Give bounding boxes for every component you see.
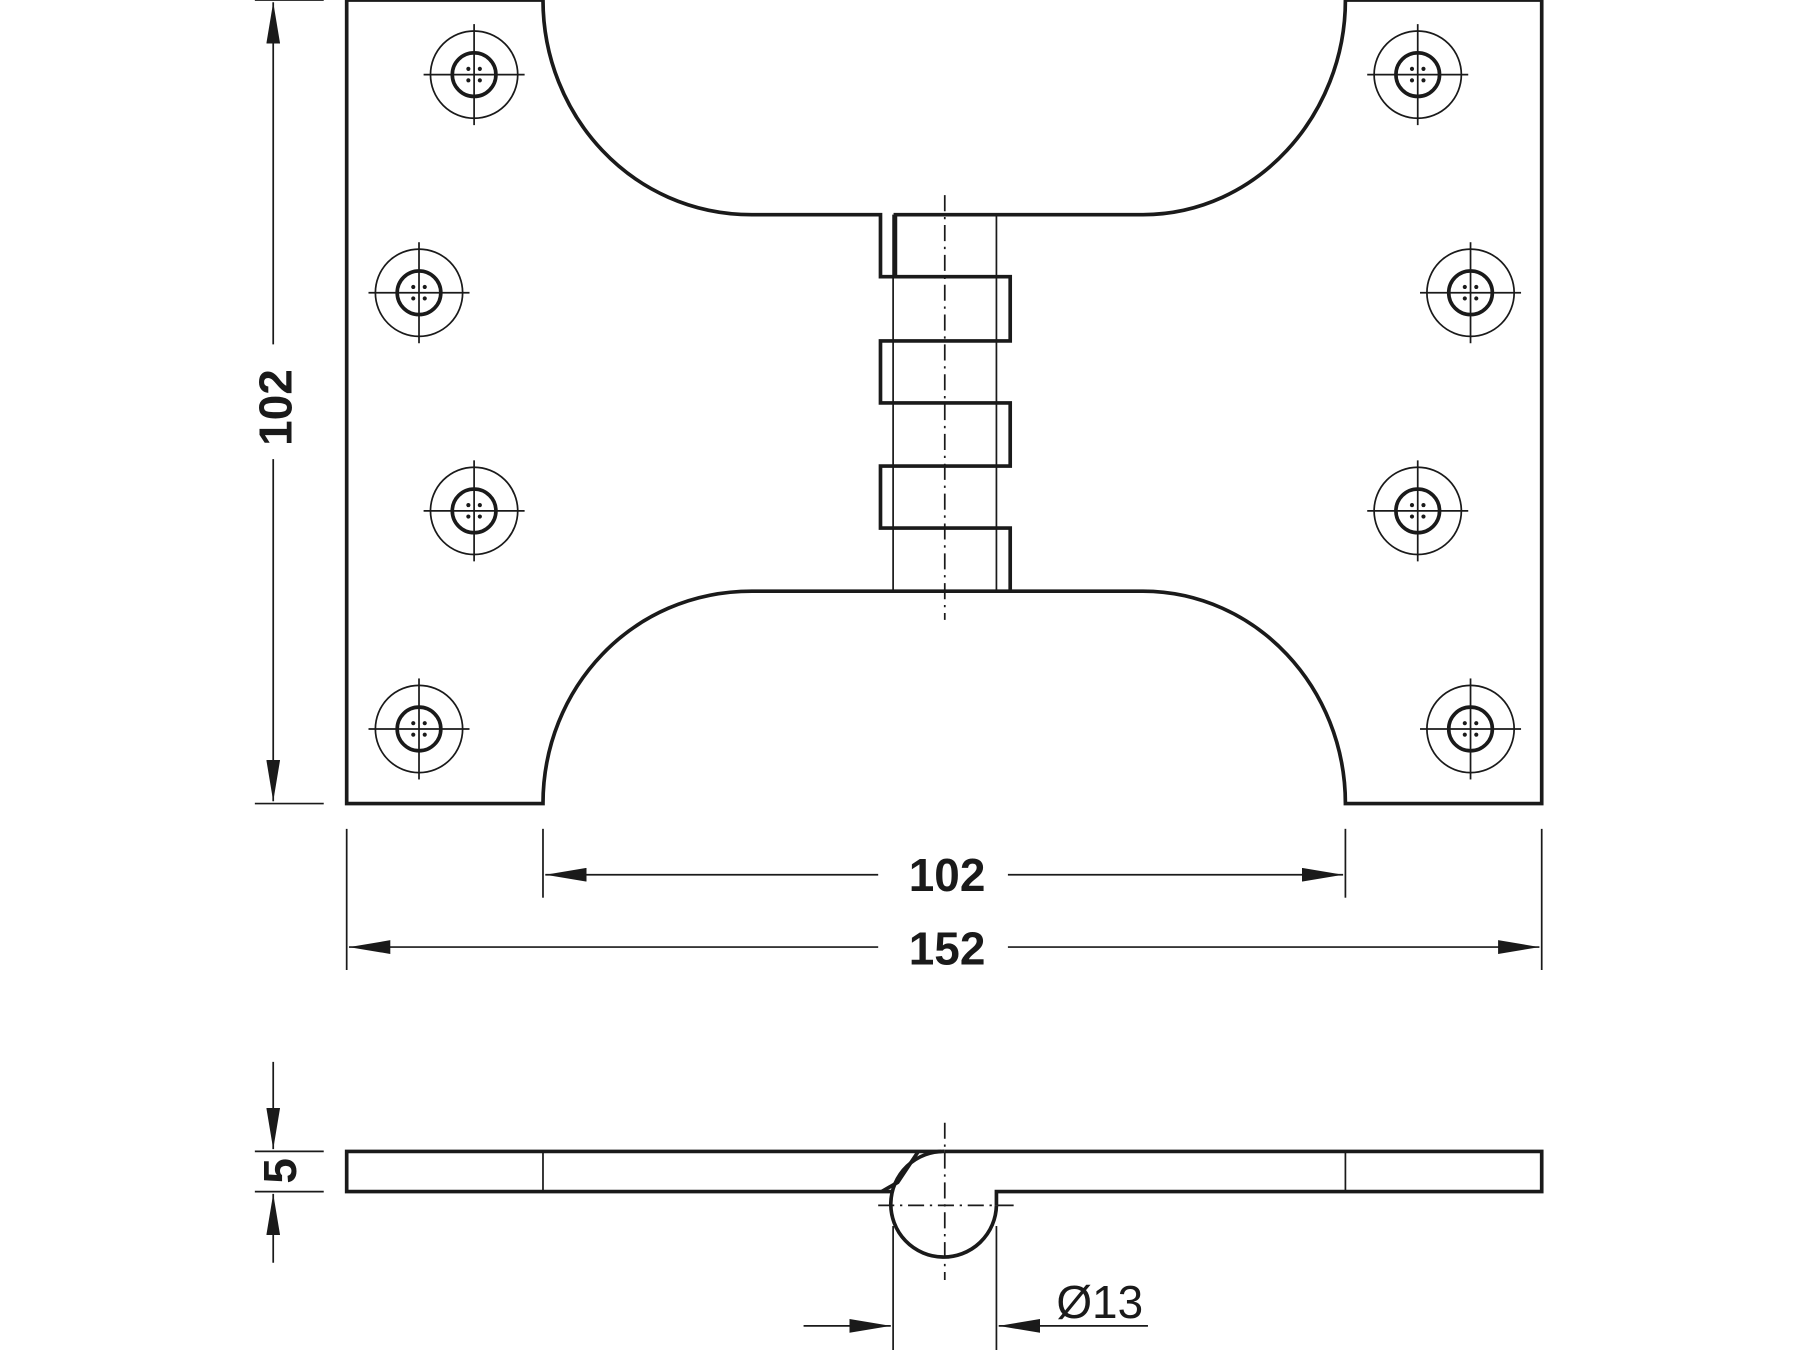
dimension-height: 102 (250, 0, 324, 805)
side-view (344, 1122, 1544, 1280)
screw-hole (1420, 242, 1522, 344)
screw-holes (368, 24, 1522, 780)
right-leaf-side (944, 1149, 1544, 1206)
left-leaf-edge (541, 0, 896, 279)
dimension-thickness: 5 (254, 1061, 324, 1263)
dimension-knuckle-diameter: Ø13 (803, 1226, 1148, 1350)
top-view (344, 0, 1544, 806)
dimension-inner-width: 102 (542, 828, 1347, 901)
leaf-bevel (880, 1150, 920, 1194)
overall-width-label: 152 (909, 922, 986, 974)
height-label: 102 (250, 369, 302, 446)
screw-hole (368, 678, 470, 780)
screw-hole (1367, 24, 1469, 126)
screw-hole (423, 24, 525, 126)
screw-hole (1367, 460, 1469, 562)
diameter-label: Ø13 (1056, 1276, 1143, 1328)
screw-hole (423, 460, 525, 562)
left-leaf-side (344, 1149, 942, 1194)
screw-hole (368, 242, 470, 344)
hinge-outline (344, 0, 1544, 806)
dimension-overall-width: 152 (345, 828, 1543, 974)
thickness-label: 5 (254, 1158, 306, 1184)
inner-width-label: 102 (909, 849, 986, 901)
screw-hole (1420, 678, 1522, 780)
